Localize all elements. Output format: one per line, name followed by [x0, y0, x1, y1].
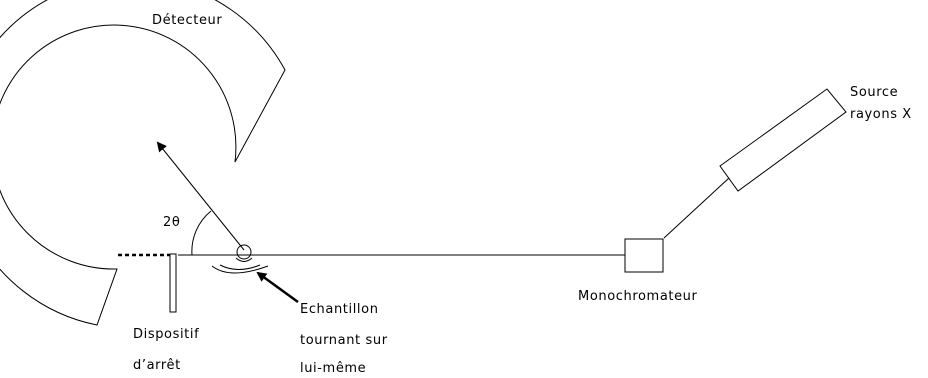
- two-theta-label: 2θ: [163, 215, 180, 230]
- sample-pointer-arrow: [256, 271, 299, 304]
- source-label-line2: rayons X: [850, 107, 912, 122]
- diffracted-beam-arrow: [156, 141, 245, 251]
- monochromator-box: [624, 238, 664, 273]
- beam-source-to-mono: [663, 177, 730, 239]
- sample-holder-inner: [219, 264, 261, 270]
- sample-rotation-mark: [235, 257, 253, 262]
- two-theta-arc: [191, 210, 212, 256]
- monochromator-label: Monochromateur: [578, 289, 698, 304]
- detector-label: Détecteur: [152, 13, 222, 28]
- beam-stop: [169, 253, 177, 313]
- sample-label-line1: Echantillon: [300, 302, 379, 317]
- source-label-line1: Source: [850, 85, 898, 100]
- stop-label-line1: Dispositif: [133, 327, 199, 342]
- stop-label-line2: d’arrêt: [133, 358, 181, 373]
- detector-arc: [0, 0, 286, 326]
- sample-circle: [236, 244, 252, 260]
- sample-label-line2: tournant sur: [300, 333, 388, 348]
- xray-source-tube: [719, 88, 847, 192]
- sample-label-line3: lui-même: [300, 361, 366, 376]
- sample-holder: [211, 265, 269, 274]
